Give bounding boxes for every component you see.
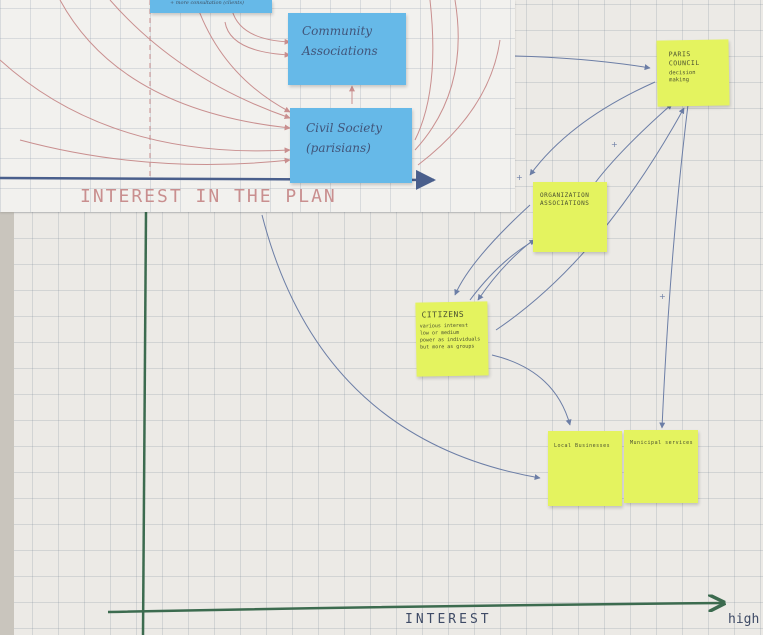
note-citizens-sub: various interest low or medium power as … (419, 322, 481, 351)
inset-axis-label: INTEREST IN THE PLAN (80, 186, 337, 207)
inset-curve-4 (194, 0, 291, 113)
edge-label-plus-3: + (659, 292, 666, 301)
inset-curve-5 (19, 139, 291, 165)
inset-curve-6 (231, 9, 291, 45)
arrow-to-paris-council (514, 55, 651, 71)
note-paris-council: PARIS COUNCIL decision making (656, 39, 730, 107)
note-organization-associations: ORGANIZATION ASSOCIATIONS (533, 182, 607, 252)
inset-note-community-associations: Community Associations (288, 13, 406, 85)
y-axis-line (141, 211, 148, 635)
x-axis-line (107, 603, 724, 614)
inset-diagram-lines (0, 0, 501, 190)
inset-curve-3 (109, 0, 291, 120)
arrow-org-to-citizens-a (477, 234, 541, 301)
arrow-paris-to-municipal (659, 104, 689, 429)
left-paper-strip (0, 212, 14, 635)
inset-note-community-text: Community Associations (302, 24, 378, 59)
arrow-org-to-paris (594, 103, 673, 184)
arrow-paris-to-org (529, 81, 656, 176)
inset-note-top: + more consultation (clients) (150, 0, 272, 13)
edge-label-plus-1: + (611, 140, 618, 149)
note-municipal-title: Municipal services (630, 440, 694, 446)
note-citizens-title: CITIZENS (421, 309, 465, 320)
main-axis-label: INTEREST (405, 612, 492, 627)
note-paris-council-title: PARIS COUNCIL (668, 50, 700, 68)
note-local-businesses: Local Businesses (548, 431, 622, 506)
note-citizens: CITIZENS various interest low or medium … (415, 301, 489, 377)
inset-note-top-text: + more consultation (clients) (170, 0, 244, 6)
inset-note-civil-text: Civil Society (parisians) (306, 121, 382, 156)
arrow-inset-to-citizens (454, 204, 531, 296)
main-axis-end-label: high (728, 612, 760, 627)
note-org-title: ORGANIZATION ASSOCIATIONS (540, 192, 590, 208)
note-local-title: Local Businesses (554, 443, 611, 449)
edge-label-plus-2: + (516, 173, 523, 182)
inset-curve-7 (224, 21, 291, 58)
arrow-inset-to-local (261, 214, 541, 481)
inset-curve-1 (59, 0, 291, 131)
inset-curve-right-3 (417, 39, 501, 166)
inset-curve-right-1 (414, 0, 434, 141)
note-municipal-services: Municipal services (624, 430, 698, 503)
inset-note-civil-society: Civil Society (parisians) (290, 108, 412, 183)
arrow-citizens-to-local (491, 354, 572, 426)
arrow-citizens-to-org (469, 239, 536, 301)
inset-photo: + more consultation (clients) Community … (0, 0, 515, 212)
note-paris-council-sub: decision making (668, 69, 696, 84)
inset-curve-2 (0, 59, 291, 154)
inset-curve-right-2 (414, 0, 459, 151)
